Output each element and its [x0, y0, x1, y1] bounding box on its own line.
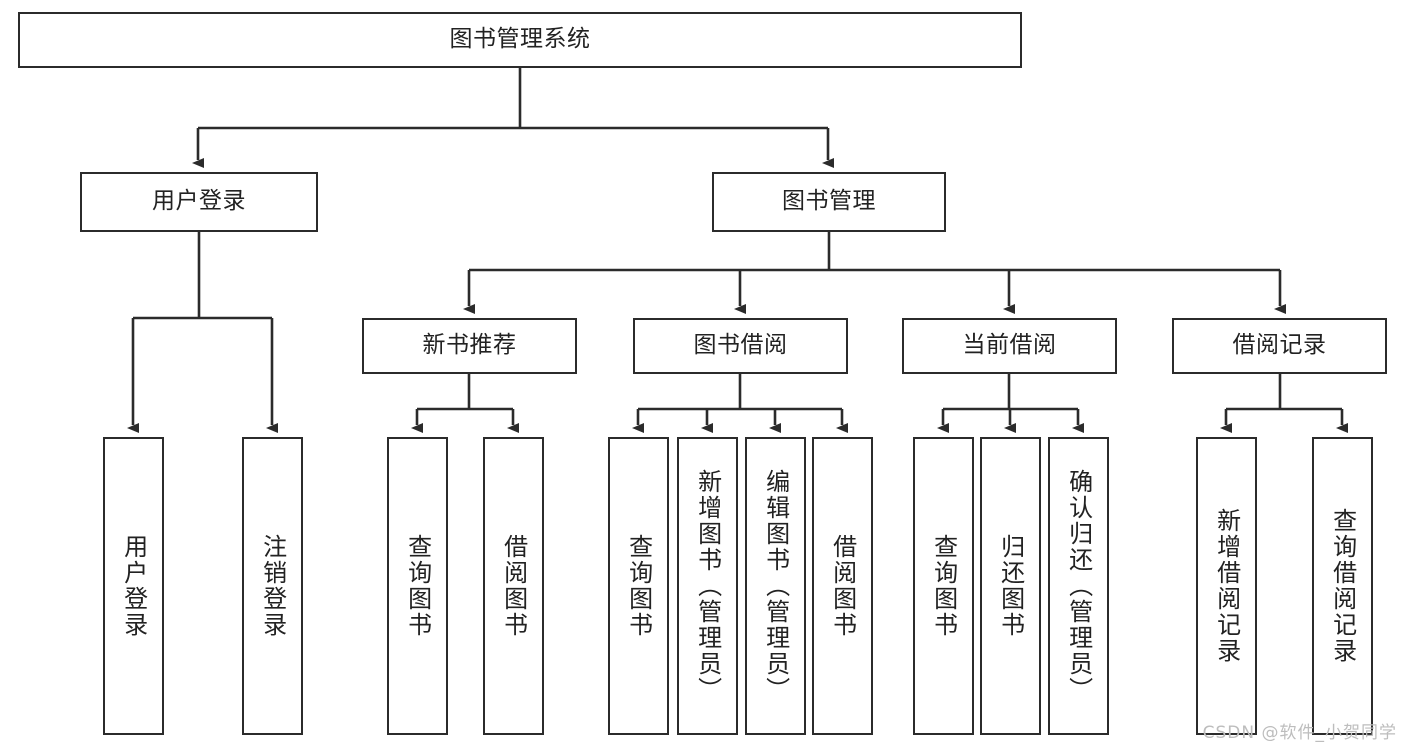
node-book-manage[interactable]: 图书管理 — [712, 172, 946, 232]
node-leaf-user-login-label: 用户登录 — [119, 534, 148, 638]
node-leaf-query-book-1[interactable]: 查询图书 — [387, 437, 448, 735]
node-leaf-return-book-label: 归还图书 — [996, 534, 1025, 638]
node-new-book-recommend[interactable]: 新书推荐 — [362, 318, 577, 374]
node-leaf-confirm-return-admin[interactable]: 确认归还（管理员） — [1048, 437, 1109, 735]
node-leaf-query-borrow-record-label: 查询借阅记录 — [1328, 508, 1357, 664]
node-book-borrow[interactable]: 图书借阅 — [633, 318, 848, 374]
node-leaf-confirm-return-admin-label: 确认归还（管理员） — [1064, 469, 1093, 703]
node-leaf-edit-book-admin[interactable]: 编辑图书（管理员） — [745, 437, 806, 735]
node-leaf-query-book-2-label: 查询图书 — [624, 534, 653, 638]
node-book-manage-label: 图书管理 — [782, 188, 876, 215]
node-leaf-query-book-2[interactable]: 查询图书 — [608, 437, 669, 735]
node-leaf-borrow-book-1-label: 借阅图书 — [499, 534, 528, 638]
node-borrow-record-label: 借阅记录 — [1232, 332, 1327, 359]
node-user-login[interactable]: 用户登录 — [80, 172, 318, 232]
node-leaf-logout-login[interactable]: 注销登录 — [242, 437, 303, 735]
node-root-label: 图书管理系统 — [449, 26, 591, 53]
node-current-borrow[interactable]: 当前借阅 — [902, 318, 1117, 374]
node-leaf-logout-login-label: 注销登录 — [258, 534, 287, 638]
node-leaf-query-borrow-record[interactable]: 查询借阅记录 — [1312, 437, 1373, 735]
watermark: CSDN @软件_小贺同学 — [1202, 723, 1397, 743]
node-leaf-edit-book-admin-label: 编辑图书（管理员） — [761, 469, 790, 703]
node-book-borrow-label: 图书借阅 — [693, 332, 788, 359]
node-leaf-add-book-admin[interactable]: 新增图书（管理员） — [677, 437, 738, 735]
node-borrow-record[interactable]: 借阅记录 — [1172, 318, 1387, 374]
node-leaf-query-book-1-label: 查询图书 — [403, 534, 432, 638]
node-leaf-return-book[interactable]: 归还图书 — [980, 437, 1041, 735]
node-leaf-add-borrow-record-label: 新增借阅记录 — [1212, 508, 1241, 664]
node-leaf-borrow-book-2-label: 借阅图书 — [828, 534, 857, 638]
node-leaf-add-borrow-record[interactable]: 新增借阅记录 — [1196, 437, 1257, 735]
node-leaf-query-book-3[interactable]: 查询图书 — [913, 437, 974, 735]
node-leaf-borrow-book-2[interactable]: 借阅图书 — [812, 437, 873, 735]
node-leaf-user-login[interactable]: 用户登录 — [103, 437, 164, 735]
node-new-book-recommend-label: 新书推荐 — [422, 332, 517, 359]
node-leaf-borrow-book-1[interactable]: 借阅图书 — [483, 437, 544, 735]
node-leaf-query-book-3-label: 查询图书 — [929, 534, 958, 638]
node-root[interactable]: 图书管理系统 — [18, 12, 1022, 68]
node-leaf-add-book-admin-label: 新增图书（管理员） — [693, 469, 722, 703]
node-user-login-label: 用户登录 — [152, 188, 246, 215]
node-current-borrow-label: 当前借阅 — [962, 332, 1057, 359]
